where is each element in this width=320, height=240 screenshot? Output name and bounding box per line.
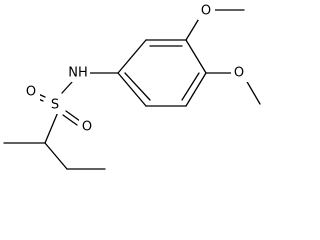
bond-nh-to-sulfur	[61, 81, 73, 94]
ring-inner-double-left	[124, 72, 151, 101]
atom-label-layer: NH S O O O O	[23, 2, 248, 136]
ring-bond-lower-right	[185, 72, 207, 107]
bond-sulfur-to-oxygen-right-b	[62, 114, 78, 126]
oxygen-methoxy-right-label: O	[234, 66, 244, 81]
bond-sulfur-to-oxygen-right-a	[65, 110, 81, 122]
ring-bond-top-left	[117, 39, 147, 74]
bond-sulfur-to-ch	[44, 111, 59, 144]
bond-methoxy-right-oxygen-to-methyl	[245, 79, 261, 105]
ring-bond-bottom-left	[117, 72, 147, 107]
sulfur-label-background	[47, 96, 64, 114]
nh-label-background	[67, 64, 90, 82]
oxygen-methoxy-top-background	[198, 2, 215, 20]
sulfur-label: S	[51, 98, 59, 113]
oxygen-sulfonyl-left-background	[23, 83, 40, 101]
oxygen-sulfonyl-right-label: O	[82, 120, 92, 135]
oxygen-methoxy-top-label: O	[201, 4, 211, 19]
bond-ring-to-methoxy-top-oxygen	[185, 16, 201, 41]
ring-inner-double-right	[181, 72, 200, 101]
oxygen-methoxy-right-background	[231, 64, 248, 82]
bond-layer	[3, 9, 261, 170]
nh-label: NH	[68, 66, 88, 81]
structure-canvas: NH S O O O O	[3, 2, 261, 170]
oxygen-sulfonyl-right-background	[79, 118, 96, 136]
oxygen-sulfonyl-left-label: O	[26, 85, 36, 100]
bond-ch-to-ethyl	[44, 142, 68, 170]
ring-bond-upper-right	[185, 39, 207, 74]
